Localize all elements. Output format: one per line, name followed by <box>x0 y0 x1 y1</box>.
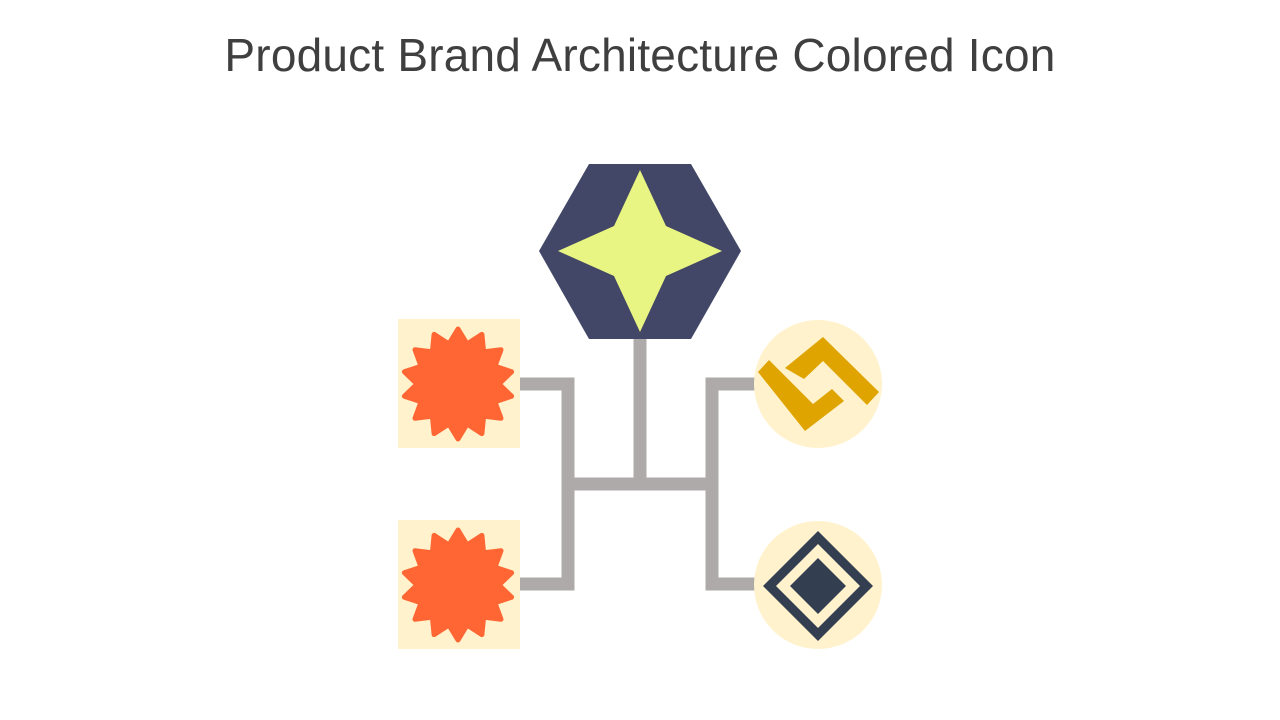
four-point-star-icon <box>558 170 722 332</box>
root-brand-node <box>539 164 741 339</box>
sub-brand-tile-bottom-right <box>754 521 882 649</box>
sub-brand-tile-bottom-left <box>398 520 520 649</box>
nested-diamond-icon <box>763 531 873 641</box>
sub-brand-tile-top-left <box>398 319 520 448</box>
chevron-lower <box>758 360 844 431</box>
interlocking-chevrons-icon <box>758 337 879 431</box>
sunburst-icon <box>401 326 515 442</box>
diamond-inner <box>790 558 846 614</box>
chevron-upper <box>785 337 879 405</box>
tile-background <box>754 320 882 448</box>
connector-top-left <box>520 377 575 484</box>
connector-lines <box>520 338 756 591</box>
slide-title: Product Brand Architecture Colored Icon <box>224 29 1056 81</box>
sub-brand-tile-top-right <box>754 320 882 448</box>
connector-bottom-right <box>705 484 756 591</box>
connector-bottom-left <box>520 484 575 591</box>
connector-top-right <box>705 377 756 484</box>
sunburst-icon <box>401 527 515 643</box>
